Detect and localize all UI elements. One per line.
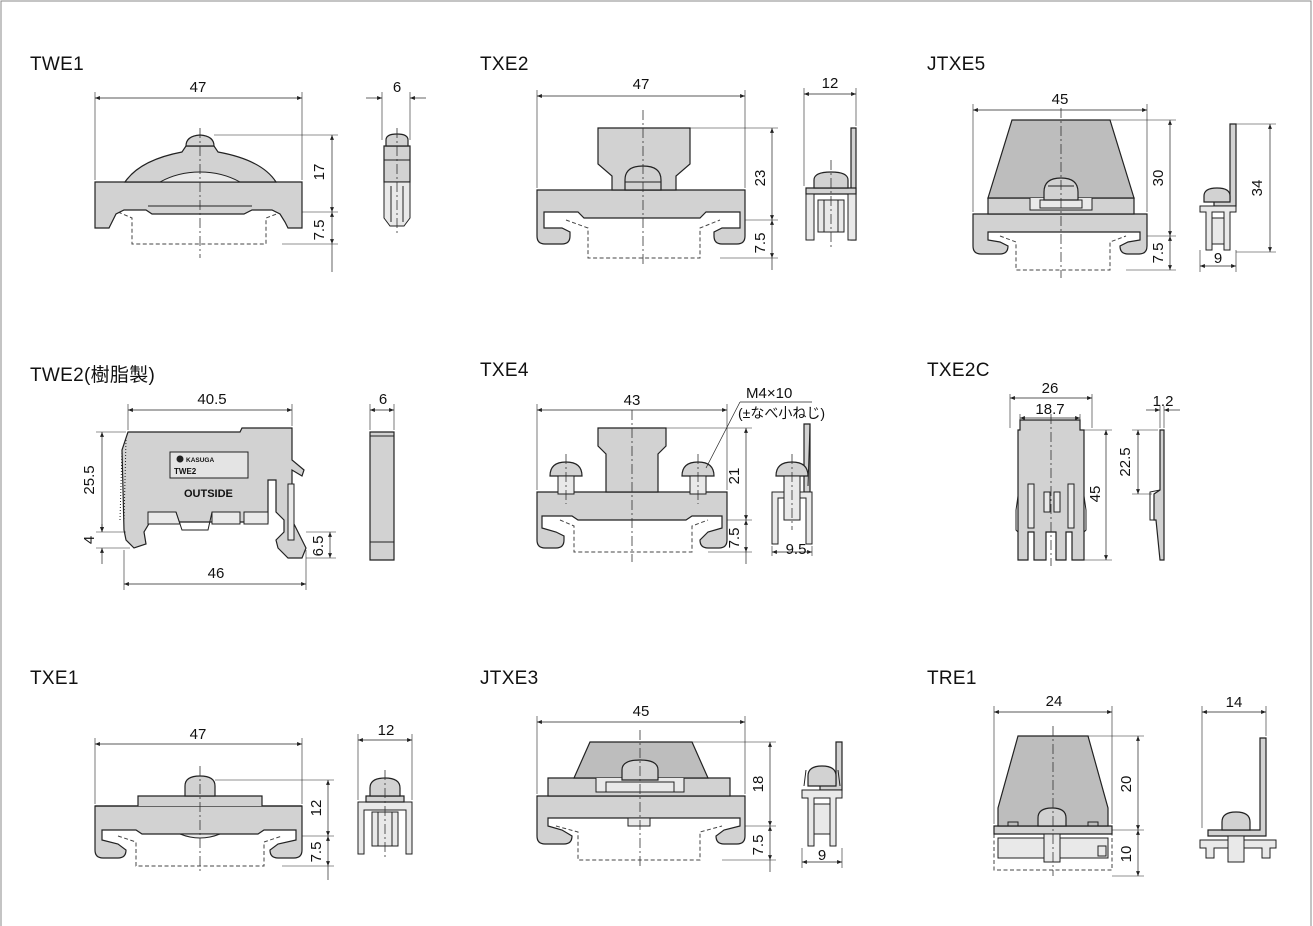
twe1-dimensions: 47 17 7.5	[94, 79, 338, 272]
txe2-dimensions: 47 23 7.5	[536, 76, 778, 270]
jtxe3-height-label: 18	[750, 776, 767, 793]
jtxe5-width-label: 45	[1052, 91, 1069, 108]
twe1-height-label: 17	[311, 164, 328, 181]
drawing-jtxe5: 45 30 7.5 34 9	[972, 91, 1276, 278]
txe2c-dimensions: 26 18.7 45	[1009, 380, 1112, 561]
twe1-width-label: 47	[190, 79, 207, 96]
jtxe3-side-view: 9	[801, 741, 843, 868]
jtxe5-side-width-label: 9	[1214, 250, 1222, 267]
drawing-tre1: 24 20 10 14	[993, 693, 1277, 877]
txe1-width-label: 47	[190, 726, 207, 743]
twe2-logo-text: KASUGA	[186, 457, 214, 464]
title-jtxe3: JTXE3	[480, 668, 539, 689]
jtxe5-side-height-label: 34	[1249, 180, 1266, 197]
txe2c-width-label: 26	[1042, 380, 1059, 397]
tre1-height-label: 20	[1118, 776, 1135, 793]
jtxe5-front-view	[972, 108, 1148, 278]
drawing-jtxe3: 45 18 7.5 9	[536, 703, 843, 872]
drawing-txe4: 43 M4×10 (±なべ小ねじ) 21 7.5 9.5	[536, 385, 825, 564]
txe2-rail-label: 7.5	[752, 233, 769, 254]
twe2-foot-label: 4	[81, 536, 98, 544]
drawing-txe2c: 26 18.7 45 22.5 1.2	[1009, 380, 1180, 566]
twe1-rail-label: 7.5	[311, 220, 328, 241]
twe1-side-view: 6	[366, 79, 426, 236]
title-twe1: TWE1	[30, 54, 84, 75]
txe1-front-view	[94, 766, 303, 874]
twe2-hook-label: 6.5	[310, 536, 327, 557]
jtxe3-dimensions: 45 18 7.5	[536, 703, 776, 872]
txe1-rail-label: 7.5	[308, 842, 325, 863]
tre1-side-label: 14	[1226, 694, 1243, 711]
jtxe5-side-view: 34 9	[1199, 123, 1276, 272]
drawing-txe1: 47 12 7.5 12	[94, 722, 413, 880]
twe2-front-view: KASUGA TWE2 OUTSIDE	[119, 427, 307, 559]
tre1-side-view: 14	[1199, 694, 1277, 863]
txe4-screw-note: (±なべ小ねじ)	[738, 405, 825, 421]
jtxe3-front-view	[536, 730, 746, 868]
txe4-front-view	[536, 410, 728, 562]
twe2-model-text: TWE2	[174, 467, 197, 476]
txe2c-thick-label: 1.2	[1153, 393, 1174, 410]
twe1-front-view	[94, 128, 303, 258]
jtxe3-side-width-label: 9	[818, 847, 826, 864]
txe1-side-label: 12	[378, 722, 395, 739]
txe2-side-view: 12	[803, 75, 857, 250]
jtxe5-height-label: 30	[1150, 170, 1167, 187]
jtxe5-dimensions: 45 30 7.5	[972, 91, 1176, 271]
twe2-side-view: 6	[369, 391, 395, 561]
txe4-dimensions: 43 M4×10 (±なべ小ねじ) 21 7.5	[536, 385, 825, 564]
twe2-height-label: 25.5	[81, 465, 98, 494]
twe2-outside-marking: OUTSIDE	[184, 488, 233, 500]
twe2-bottom-label: 46	[208, 565, 225, 582]
jtxe5-rail-label: 7.5	[1150, 243, 1167, 264]
txe2-width-label: 47	[633, 76, 650, 93]
twe2-dimensions: 40.5 25.5 4 46 6.5	[81, 391, 336, 590]
tre1-dimensions: 24 20 10	[993, 693, 1144, 877]
txe2c-height-label: 45	[1087, 486, 1104, 503]
txe1-height-label: 12	[308, 800, 325, 817]
tre1-rail-label: 10	[1118, 846, 1135, 863]
txe2c-front-view	[1015, 414, 1087, 566]
title-txe2c: TXE2C	[927, 360, 990, 381]
txe4-side-width-label: 9.5	[786, 541, 807, 558]
twe1-side-label: 6	[393, 79, 401, 96]
txe2c-side-height-label: 22.5	[1117, 447, 1134, 476]
title-twe2: TWE2(樹脂製)	[30, 365, 156, 386]
drawing-twe2: KASUGA TWE2 OUTSIDE 40.5 25.5 4 46 6.5	[81, 391, 395, 590]
txe2-front-view	[536, 110, 746, 266]
txe1-side-view: 12	[357, 722, 413, 860]
txe2-side-label: 12	[822, 75, 839, 92]
txe4-width-label: 43	[624, 392, 641, 409]
txe4-height-label: 21	[726, 468, 743, 485]
title-txe1: TXE1	[30, 668, 79, 689]
twe2-width-label: 40.5	[197, 391, 226, 408]
twe2-side-label: 6	[379, 391, 387, 408]
title-txe4: TXE4	[480, 360, 529, 381]
tre1-width-label: 24	[1046, 693, 1063, 710]
drawing-txe2: 47 23 7.5 12	[536, 75, 857, 270]
jtxe3-rail-label: 7.5	[750, 835, 767, 856]
tre1-front-view	[993, 726, 1113, 876]
txe2-height-label: 23	[752, 170, 769, 187]
jtxe3-width-label: 45	[633, 703, 650, 720]
txe2c-side-view: 22.5 1.2	[1117, 393, 1180, 561]
txe4-rail-label: 7.5	[726, 528, 743, 549]
title-jtxe5: JTXE5	[927, 54, 986, 75]
title-tre1: TRE1	[927, 668, 977, 689]
txe4-side-view: 9.5	[771, 423, 813, 558]
drawing-twe1: 47 17 7.5 6	[94, 79, 426, 272]
txe1-dimensions: 47 12 7.5	[94, 726, 334, 880]
txe4-screw-label: M4×10	[746, 385, 792, 402]
title-txe2: TXE2	[480, 54, 529, 75]
txe2c-inner-label: 18.7	[1035, 401, 1064, 418]
